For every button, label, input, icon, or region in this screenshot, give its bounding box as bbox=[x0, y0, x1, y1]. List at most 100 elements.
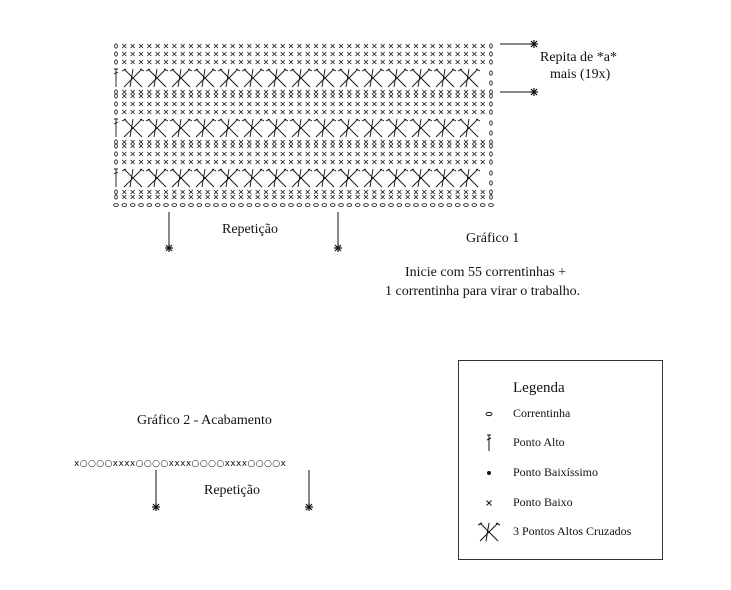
single-crochet-stitch bbox=[405, 101, 410, 107]
single-crochet-stitch bbox=[388, 109, 394, 115]
single-crochet-stitch bbox=[430, 194, 435, 200]
single-crochet-stitch bbox=[138, 139, 144, 145]
single-crochet-stitch bbox=[122, 139, 127, 145]
legend-label: Ponto Baixo bbox=[513, 495, 573, 509]
chain-stitch bbox=[388, 203, 394, 207]
single-crochet-stitch bbox=[297, 51, 302, 57]
single-crochet-stitch bbox=[180, 143, 185, 149]
single-crochet-stitch bbox=[247, 93, 252, 99]
single-crochet-row bbox=[114, 143, 493, 149]
single-crochet-stitch bbox=[180, 189, 185, 195]
single-crochet-stitch bbox=[238, 109, 244, 115]
single-crochet-stitch bbox=[222, 59, 227, 65]
single-crochet-stitch bbox=[197, 93, 202, 99]
single-crochet-stitch bbox=[430, 51, 435, 57]
chain-stitch bbox=[114, 143, 118, 149]
single-crochet-stitch bbox=[130, 109, 135, 115]
single-crochet-stitch bbox=[288, 93, 294, 99]
single-crochet-stitch bbox=[422, 194, 427, 200]
single-crochet-stitch bbox=[180, 159, 185, 165]
chain-stitch bbox=[204, 203, 211, 207]
single-crochet-stitch bbox=[188, 93, 194, 99]
single-crochet-stitch bbox=[380, 159, 385, 165]
legend-item-single-crochet: Ponto Baixo bbox=[459, 491, 664, 515]
single-crochet-stitch bbox=[247, 143, 252, 149]
single-crochet-stitch bbox=[355, 89, 360, 95]
single-crochet-stitch bbox=[472, 43, 477, 49]
chain-stitch bbox=[489, 101, 493, 107]
single-crochet-stitch bbox=[147, 101, 152, 107]
single-crochet-stitch bbox=[263, 43, 269, 49]
single-crochet-stitch bbox=[347, 89, 352, 95]
single-crochet-stitch bbox=[188, 43, 194, 49]
single-crochet-stitch bbox=[255, 51, 260, 57]
single-crochet-stitch bbox=[255, 139, 260, 145]
single-crochet-stitch bbox=[380, 59, 385, 65]
chain-stitch bbox=[271, 203, 278, 207]
single-crochet-stitch bbox=[322, 43, 327, 49]
single-crochet-stitch bbox=[147, 143, 152, 149]
crossed-double-crochet-stitch bbox=[121, 118, 145, 138]
single-crochet-stitch bbox=[480, 89, 485, 95]
crossed-double-crochet-stitch bbox=[217, 118, 241, 138]
single-crochet-stitch bbox=[205, 51, 210, 57]
slip-stitch-icon bbox=[487, 471, 491, 475]
crossed-double-crochet-stitch bbox=[265, 118, 289, 138]
single-crochet-stitch bbox=[430, 151, 435, 157]
single-crochet-stitch bbox=[455, 139, 460, 145]
chain-stitch bbox=[114, 109, 118, 115]
single-crochet-stitch bbox=[372, 93, 377, 99]
single-crochet-stitch bbox=[247, 194, 252, 200]
single-crochet-stitch bbox=[372, 43, 377, 49]
single-crochet-stitch bbox=[463, 139, 469, 145]
chain-stitch bbox=[421, 203, 428, 207]
single-crochet-stitch bbox=[147, 109, 152, 115]
single-crochet-stitch bbox=[147, 151, 152, 157]
single-crochet-stitch bbox=[205, 139, 210, 145]
single-crochet-stitch bbox=[405, 151, 410, 157]
single-crochet-stitch bbox=[397, 59, 402, 65]
single-crochet-stitch bbox=[355, 159, 360, 165]
crossed-double-crochet-stitch bbox=[121, 168, 145, 188]
single-crochet-stitch bbox=[372, 101, 377, 107]
chain-stitch bbox=[238, 203, 244, 207]
single-crochet-stitch bbox=[455, 189, 460, 195]
single-crochet-stitch bbox=[413, 143, 419, 149]
single-crochet-row bbox=[114, 59, 493, 65]
chain-stitch bbox=[379, 203, 386, 207]
single-crochet-stitch bbox=[430, 93, 435, 99]
crossed-double-crochet-stitch bbox=[289, 118, 313, 138]
single-crochet-stitch bbox=[297, 101, 302, 107]
single-crochet-stitch bbox=[213, 194, 219, 200]
single-crochet-stitch bbox=[197, 51, 202, 57]
single-crochet-row bbox=[114, 139, 493, 145]
single-crochet-stitch bbox=[305, 51, 310, 57]
single-crochet-stitch bbox=[155, 189, 160, 195]
crossed-double-crochet-stitch bbox=[457, 168, 481, 188]
single-crochet-stitch bbox=[272, 101, 277, 107]
single-crochet-stitch bbox=[338, 151, 344, 157]
single-crochet-stitch bbox=[380, 43, 385, 49]
single-crochet-stitch bbox=[272, 43, 277, 49]
single-crochet-stitch bbox=[172, 101, 177, 107]
single-crochet-stitch bbox=[230, 51, 235, 57]
repeat-end-marker bbox=[334, 244, 342, 252]
single-crochet-stitch bbox=[330, 189, 335, 195]
single-crochet-stitch bbox=[180, 51, 185, 57]
chain-stitch bbox=[329, 203, 336, 207]
single-crochet-stitch bbox=[413, 51, 419, 57]
single-crochet-stitch bbox=[138, 194, 144, 200]
single-crochet-stitch bbox=[272, 109, 277, 115]
crossed-double-crochet-stitch bbox=[361, 168, 385, 188]
single-crochet-stitch bbox=[247, 151, 252, 157]
crossed-double-crochet-row bbox=[113, 118, 493, 138]
instructions-line2: 1 correntinha para virar o trabalho. bbox=[385, 284, 581, 299]
single-crochet-stitch bbox=[313, 51, 319, 57]
single-crochet-stitch bbox=[438, 43, 444, 49]
chain-stitch bbox=[154, 203, 161, 207]
single-crochet-stitch bbox=[180, 89, 185, 95]
single-crochet-stitch bbox=[413, 159, 419, 165]
single-crochet-stitch bbox=[430, 189, 435, 195]
single-crochet-stitch bbox=[230, 159, 235, 165]
